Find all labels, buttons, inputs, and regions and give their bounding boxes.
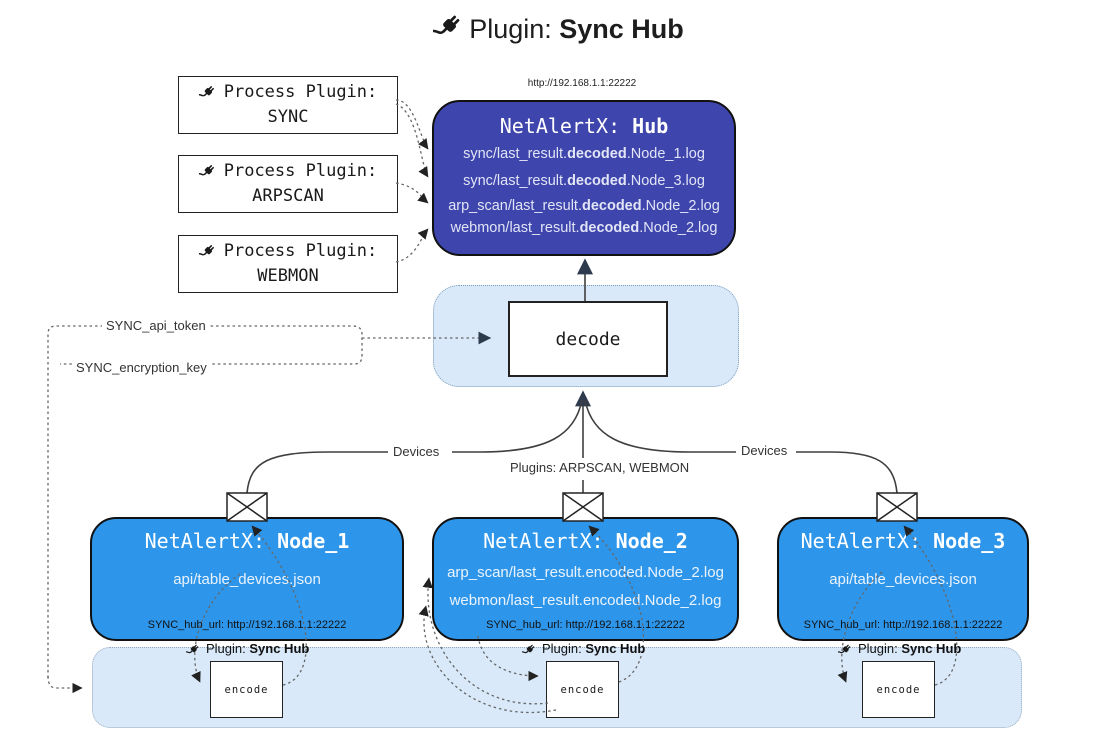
- process-plugin-name: WEBMON: [257, 266, 319, 286]
- sync-api-token-label: SYNC_api_token: [102, 318, 210, 333]
- webmon-to-hub-line: [395, 228, 429, 263]
- arpscan-to-hub-line: [395, 182, 429, 204]
- sync-encryption-key-label: SYNC_encryption_key: [72, 360, 211, 375]
- node-file: arp_scan/last_result.encoded.Node_2.log: [447, 564, 724, 581]
- node3-devices-curve: [796, 451, 898, 494]
- encoder-plugin-label: Plugin: Sync Hub: [186, 641, 309, 657]
- process-plugin-label: Process Plugin:: [223, 240, 378, 261]
- sync-to-hub-line2: [395, 103, 429, 178]
- devices-right-label: Devices: [737, 443, 792, 458]
- hub-box: NetAlertX: Hub sync/last_result.decoded.…: [432, 100, 736, 256]
- page-title: Plugin: Sync Hub: [0, 12, 1117, 45]
- process-plugin-name: ARPSCAN: [252, 186, 324, 206]
- process-plugin-box-arpscan: Process Plugin: ARPSCAN: [178, 155, 398, 213]
- encoder-plugin-label: Plugin: Sync Hub: [838, 641, 961, 657]
- node3-devices-curve2: [584, 399, 736, 453]
- node1-devices-curve: [246, 451, 388, 494]
- sync-to-hub-line1: [395, 99, 429, 150]
- process-plugin-label: Process Plugin:: [223, 160, 378, 181]
- encoder-plugin-label: Plugin: Sync Hub: [522, 641, 645, 657]
- encode-label: encode: [224, 683, 269, 696]
- decode-box: decode: [508, 301, 668, 377]
- encode-label: encode: [560, 683, 605, 696]
- node1-devices-curve2: [452, 399, 583, 453]
- plug-icon: [199, 84, 216, 101]
- process-plugin-label: Process Plugin:: [223, 81, 378, 102]
- node-hub-url: SYNC_hub_url: http://192.168.1.1:22222: [803, 619, 1003, 631]
- plug-icon: [838, 643, 852, 657]
- plug-icon: [433, 12, 463, 42]
- plug-icon: [199, 243, 216, 260]
- encode-label: encode: [876, 683, 921, 696]
- encode-box-1: encode: [210, 661, 283, 718]
- node-2-box: NetAlertX: Node_2 arp_scan/last_result.e…: [432, 517, 739, 641]
- page-title-name: Sync Hub: [559, 14, 684, 44]
- encode-box-3: encode: [862, 661, 935, 718]
- hub-log-line: sync/last_result.decoded.Node_1.log: [463, 146, 705, 162]
- devices-left-label: Devices: [389, 444, 444, 459]
- process-plugin-box-webmon: Process Plugin: WEBMON: [178, 235, 398, 293]
- node-file: api/table_devices.json: [173, 571, 321, 588]
- node-title: NetAlertX: Node_1: [144, 529, 350, 553]
- plugins-center-label: Plugins: ARPSCAN, WEBMON: [506, 460, 694, 475]
- node-hub-url: SYNC_hub_url: http://192.168.1.1:22222: [486, 619, 685, 631]
- plug-icon: [186, 643, 200, 657]
- node-3-box: NetAlertX: Node_3 api/table_devices.json…: [777, 517, 1029, 641]
- hub-log-line: webmon/last_result.decoded.Node_2.log: [450, 220, 718, 236]
- encode-box-2: encode: [546, 661, 619, 718]
- node-title: NetAlertX: Node_2: [483, 529, 688, 553]
- hub-log-line: arp_scan/last_result.decoded.Node_2.log: [448, 198, 720, 214]
- hub-url-label: http://192.168.1.1:22222: [527, 78, 637, 89]
- hub-log-line: sync/last_result.decoded.Node_3.log: [463, 173, 705, 189]
- node-hub-url: SYNC_hub_url: http://192.168.1.1:22222: [147, 619, 347, 631]
- config-to-strip-arrow: [47, 675, 83, 694]
- process-plugin-box-sync: Process Plugin: SYNC: [178, 76, 398, 134]
- process-plugin-name: SYNC: [267, 107, 309, 127]
- node-file: api/table_devices.json: [829, 571, 977, 588]
- page-title-prefix: Plugin:: [469, 14, 552, 44]
- plug-icon: [522, 643, 536, 657]
- node-1-box: NetAlertX: Node_1 api/table_devices.json…: [90, 517, 404, 641]
- hub-title: NetAlertX: Hub: [499, 114, 669, 138]
- node-file: webmon/last_result.encoded.Node_2.log: [449, 592, 722, 609]
- node-title: NetAlertX: Node_3: [800, 529, 1006, 553]
- plug-icon: [199, 163, 216, 180]
- decode-label: decode: [555, 328, 621, 350]
